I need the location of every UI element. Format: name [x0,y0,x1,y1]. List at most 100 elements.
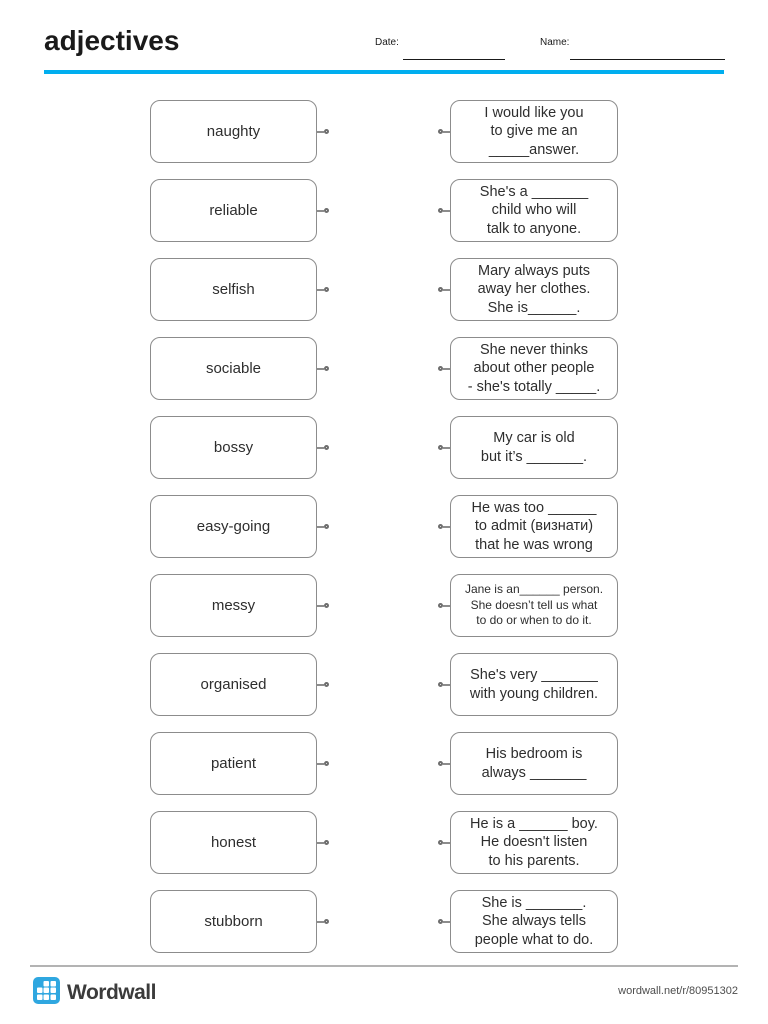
connector-line [317,841,324,844]
connector-dot-icon [324,603,329,608]
connector-line [317,446,324,449]
connector-right [438,919,450,924]
term-label: honest [210,834,257,851]
term-card: reliable [150,179,317,242]
connector-left [317,840,329,845]
term-label: selfish [212,281,255,298]
definition-text: My car is old but it’s _______. [480,430,588,465]
connector-dot-icon [324,366,329,371]
connector-line [317,683,324,686]
match-row: honest He is a ______ boy. He doesn't li… [0,811,768,874]
term-card: stubborn [150,890,317,953]
definition-text: She's a _______ child who will talk to a… [479,184,589,237]
definition-card: She never thinks about other people - sh… [450,337,618,400]
term-label: organised [200,676,267,693]
match-list: naughty I would like you to give me an _… [0,100,768,953]
definition-text: His bedroom is always _______ [481,746,587,781]
accent-rule [44,70,724,74]
connector-dot-icon [438,919,443,924]
connector-left [317,129,329,134]
definition-card: He is a ______ boy. He doesn't listen to… [450,811,618,874]
connector-right [438,761,450,766]
match-row: reliable She's a _______ child who will … [0,179,768,242]
term-card: sociable [150,337,317,400]
connector-right [438,445,450,450]
connector-right [438,366,450,371]
connector-dot-icon [438,682,443,687]
connector-line [443,446,450,449]
match-row: selfish Mary always puts away her clothe… [0,258,768,321]
connector-left [317,208,329,213]
definition-text: She's very _______ with young children. [469,667,599,702]
connector-line [443,130,450,133]
connector-line [443,525,450,528]
definition-card: He was too ______ to admit (визнати) tha… [450,495,618,558]
term-label: sociable [205,360,262,377]
definition-card: She's a _______ child who will talk to a… [450,179,618,242]
term-label: messy [211,597,256,614]
connector-left [317,366,329,371]
connector-left [317,287,329,292]
term-card: naughty [150,100,317,163]
definition-card: Mary always puts away her clothes. She i… [450,258,618,321]
definition-text: He is a ______ boy. He doesn't listen to… [470,816,598,869]
definition-text: Mary always puts away her clothes. She i… [477,263,591,316]
connector-right [438,603,450,608]
connector-dot-icon [324,445,329,450]
connector-dot-icon [438,445,443,450]
name-label: Name: [540,37,570,48]
definition-text: I would like you to give me an _____answ… [484,105,584,158]
term-label: patient [210,755,257,772]
term-card: honest [150,811,317,874]
connector-line [317,288,324,291]
connector-left [317,761,329,766]
connector-line [443,683,450,686]
connector-dot-icon [438,129,443,134]
connector-line [317,525,324,528]
term-label: stubborn [204,913,263,930]
term-label: bossy [213,439,254,456]
connector-line [443,288,450,291]
connector-line [317,209,324,212]
match-row: naughty I would like you to give me an _… [0,100,768,163]
connector-line [443,367,450,370]
connector-line [317,604,324,607]
connector-line [317,920,324,923]
connector-right [438,524,450,529]
connector-right [438,840,450,845]
definition-text: He was too ______ to admit (визнати) tha… [471,500,597,553]
term-card: organised [150,653,317,716]
term-card: bossy [150,416,317,479]
date-fill-line [403,59,505,60]
definition-card: I would like you to give me an _____answ… [450,100,618,163]
connector-line [443,841,450,844]
term-card: patient [150,732,317,795]
wordwall-logo-icon [33,977,60,1009]
match-row: sociable She never thinks about other pe… [0,337,768,400]
term-label: reliable [209,202,258,219]
connector-line [317,762,324,765]
connector-dot-icon [324,287,329,292]
match-row: patient His bedroom is always _______ [0,732,768,795]
connector-line [443,920,450,923]
connector-dot-icon [438,366,443,371]
definition-card: Jane is an______ person. She doesn’t tel… [450,574,618,637]
term-card: easy-going [150,495,317,558]
connector-dot-icon [324,919,329,924]
connector-dot-icon [324,524,329,529]
worksheet-url: wordwall.net/r/80951302 [618,985,738,997]
match-row: bossy My car is old but it’s _______. [0,416,768,479]
match-row: stubborn She is _______. She always tell… [0,890,768,953]
connector-dot-icon [324,840,329,845]
brand-name: Wordwall [67,981,156,1004]
connector-left [317,682,329,687]
connector-right [438,208,450,213]
term-card: selfish [150,258,317,321]
connector-dot-icon [438,287,443,292]
connector-right [438,682,450,687]
connector-left [317,603,329,608]
connector-right [438,129,450,134]
match-row: organised She's very _______ with young … [0,653,768,716]
name-fill-line [570,59,725,60]
